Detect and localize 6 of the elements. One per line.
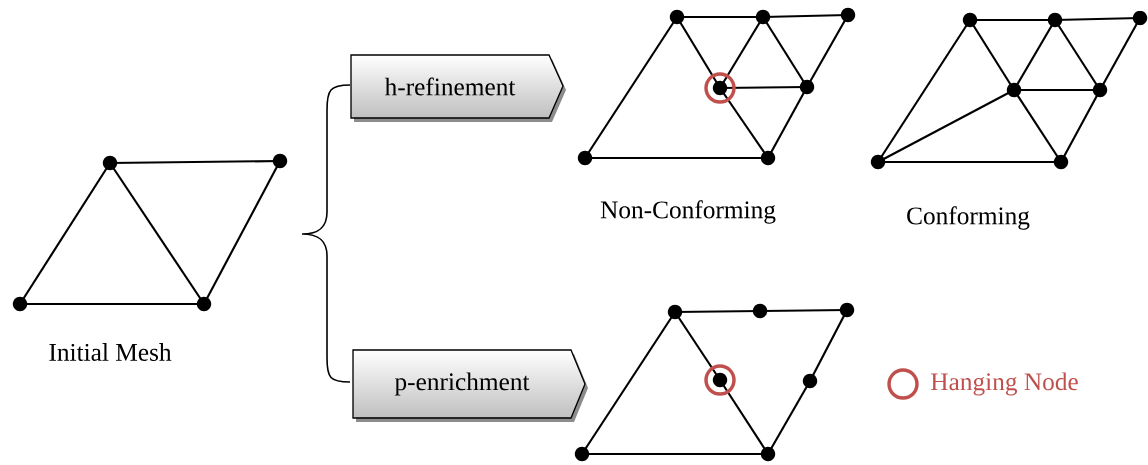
process-arrow-box: h-refinement — [350, 54, 566, 122]
mesh-caption: Non-Conforming — [600, 200, 776, 224]
mesh-caption: Conforming — [907, 206, 1030, 230]
mesh-caption: Initial Mesh — [49, 343, 172, 361]
process-arrow-box: p-enrichment — [352, 349, 588, 422]
legend-label: Hanging Node — [931, 372, 1078, 396]
